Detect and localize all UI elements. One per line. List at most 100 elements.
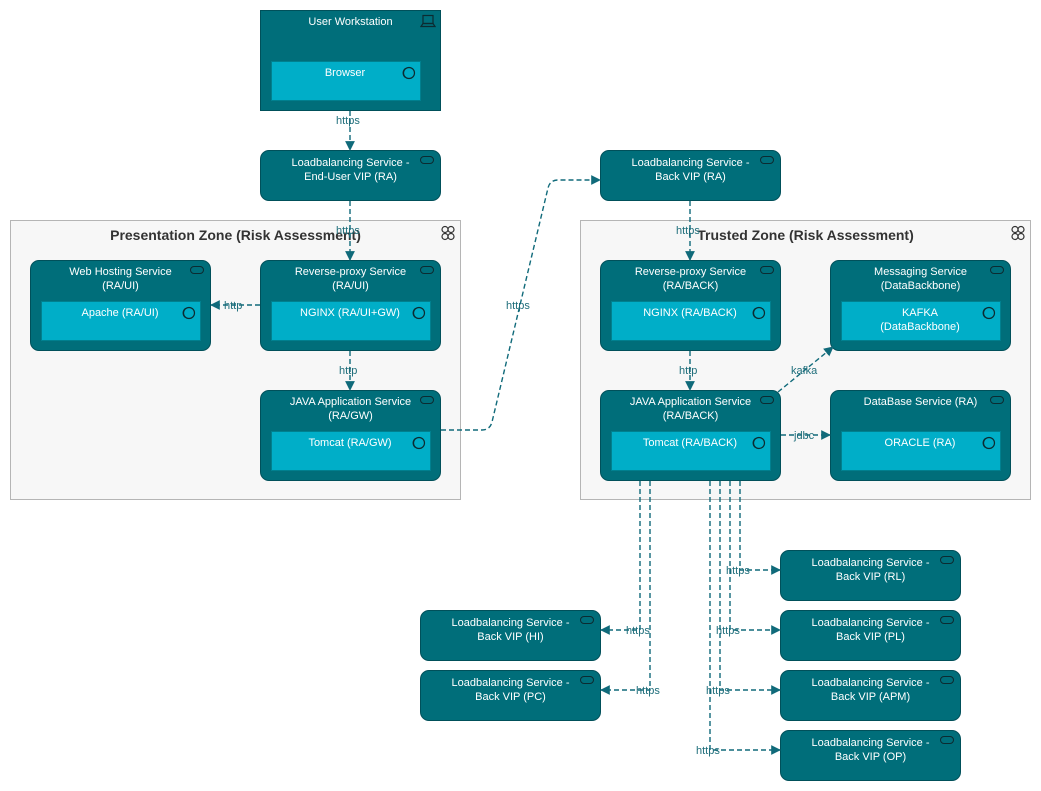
node-title: Reverse-proxy Service (RA/BACK) — [634, 266, 747, 292]
component-title: Browser — [324, 67, 366, 79]
kafka-component[interactable]: KAFKA (DataBackbone) — [841, 301, 1001, 341]
node-title: Loadbalancing Service - Back VIP (HI) — [451, 617, 570, 643]
edge-label: https — [706, 685, 730, 697]
node-title: JAVA Application Service (RA/GW) — [289, 396, 412, 422]
node-group-icon — [1011, 225, 1025, 241]
node-title: Web Hosting Service (RA/UI) — [69, 266, 172, 292]
edge-label: https — [506, 300, 530, 312]
component-title: ORACLE (RA) — [884, 437, 956, 449]
node-title: Reverse-proxy Service (RA/UI) — [294, 266, 407, 292]
node-title: Loadbalancing Service - Back VIP (OP) — [811, 737, 930, 763]
service-icon — [990, 266, 1004, 274]
component-icon — [752, 306, 766, 320]
edge-label: https — [696, 745, 720, 757]
lb-back-vip-pc-node[interactable]: Loadbalancing Service - Back VIP (PC) — [420, 670, 601, 721]
presentation-zone-title: Presentation Zone (Risk Assessment) — [110, 227, 361, 243]
java-app-gw-node[interactable]: JAVA Application Service (RA/GW) Tomcat … — [260, 390, 441, 481]
service-icon — [760, 396, 774, 404]
service-icon — [760, 266, 774, 274]
component-title: NGINX (RA/UI+GW) — [300, 307, 400, 319]
edge-java-back-lb-op[interactable] — [709, 481, 781, 755]
service-icon — [190, 266, 204, 274]
service-icon — [580, 676, 594, 684]
edge-label: https — [336, 115, 360, 127]
component-icon — [982, 306, 996, 320]
edge-label: kafka — [791, 365, 818, 377]
component-title: Tomcat (RA/BACK) — [642, 437, 738, 449]
component-title: Apache (RA/UI) — [81, 307, 159, 319]
tomcat-back-component[interactable]: Tomcat (RA/BACK) — [611, 431, 771, 471]
web-hosting-service-node[interactable]: Web Hosting Service (RA/UI) Apache (RA/U… — [30, 260, 211, 351]
component-icon — [402, 66, 416, 80]
reverse-proxy-ui-node[interactable]: Reverse-proxy Service (RA/UI) NGINX (RA/… — [260, 260, 441, 351]
edge-label: http — [224, 300, 242, 312]
database-service-node[interactable]: DataBase Service (RA) ORACLE (RA) — [830, 390, 1011, 481]
edge-java-back-kafka[interactable] — [777, 346, 834, 393]
edge-java-back-lb-rl[interactable] — [739, 481, 781, 575]
node-group-icon — [441, 225, 455, 241]
component-title: KAFKA (DataBackbone) — [880, 307, 960, 333]
edge-label: https — [716, 625, 740, 637]
messaging-service-node[interactable]: Messaging Service (DataBackbone) KAFKA (… — [830, 260, 1011, 351]
node-title: JAVA Application Service (RA/BACK) — [629, 396, 752, 422]
edge-java-back-lb-hi[interactable] — [600, 481, 641, 635]
node-title: Messaging Service (DataBackbone) — [874, 266, 967, 292]
component-icon — [752, 436, 766, 450]
service-icon — [990, 396, 1004, 404]
service-icon — [420, 396, 434, 404]
nginx-back-component[interactable]: NGINX (RA/BACK) — [611, 301, 771, 341]
service-icon — [760, 156, 774, 164]
lb-back-vip-ra-node[interactable]: Loadbalancing Service - Back VIP (RA) — [600, 150, 781, 201]
node-title: Loadbalancing Service - End-User VIP (RA… — [291, 157, 410, 183]
service-icon — [940, 616, 954, 624]
laptop-icon — [420, 14, 436, 28]
trusted-zone-title: Trusted Zone (Risk Assessment) — [697, 227, 914, 243]
service-icon — [420, 156, 434, 164]
component-icon — [412, 436, 426, 450]
apache-component[interactable]: Apache (RA/UI) — [41, 301, 201, 341]
edge-label: https — [676, 225, 700, 237]
tomcat-gw-component[interactable]: Tomcat (RA/GW) — [271, 431, 431, 471]
service-icon — [580, 616, 594, 624]
service-icon — [940, 676, 954, 684]
node-title: Loadbalancing Service - Back VIP (PC) — [451, 677, 570, 703]
edge-java-back-lb-pc[interactable] — [600, 481, 651, 695]
edge-label: https — [726, 565, 750, 577]
node-title: Loadbalancing Service - Back VIP (PL) — [811, 617, 930, 643]
component-icon — [412, 306, 426, 320]
edge-java-gw-lb-back[interactable] — [441, 175, 601, 431]
component-icon — [182, 306, 196, 320]
lb-back-vip-op-node[interactable]: Loadbalancing Service - Back VIP (OP) — [780, 730, 961, 781]
edge-label: https — [336, 225, 360, 237]
edge-label: https — [626, 625, 650, 637]
oracle-component[interactable]: ORACLE (RA) — [841, 431, 1001, 471]
reverse-proxy-back-node[interactable]: Reverse-proxy Service (RA/BACK) NGINX (R… — [600, 260, 781, 351]
lb-back-vip-hi-node[interactable]: Loadbalancing Service - Back VIP (HI) — [420, 610, 601, 661]
nginx-ui-component[interactable]: NGINX (RA/UI+GW) — [271, 301, 431, 341]
edge-java-back-lb-apm[interactable] — [719, 481, 781, 695]
lb-enduser-vip-node[interactable]: Loadbalancing Service - End-User VIP (RA… — [260, 150, 441, 201]
node-title: Loadbalancing Service - Back VIP (RL) — [811, 557, 930, 583]
service-icon — [940, 736, 954, 744]
node-title: Loadbalancing Service - Back VIP (RA) — [631, 157, 750, 183]
component-title: Tomcat (RA/GW) — [308, 437, 392, 449]
component-icon — [982, 436, 996, 450]
lb-back-vip-rl-node[interactable]: Loadbalancing Service - Back VIP (RL) — [780, 550, 961, 601]
user-workstation-node[interactable]: User Workstation Browser — [260, 10, 441, 111]
component-title: NGINX (RA/BACK) — [643, 307, 737, 319]
edge-java-back-lb-pl[interactable] — [729, 481, 781, 635]
service-icon — [420, 266, 434, 274]
node-title: Loadbalancing Service - Back VIP (APM) — [811, 677, 930, 703]
edge-label: http — [339, 365, 357, 377]
service-icon — [940, 556, 954, 564]
node-title: User Workstation — [308, 16, 393, 28]
edge-label: jdbc — [793, 430, 815, 442]
lb-back-vip-apm-node[interactable]: Loadbalancing Service - Back VIP (APM) — [780, 670, 961, 721]
browser-component[interactable]: Browser — [271, 61, 421, 101]
lb-back-vip-pl-node[interactable]: Loadbalancing Service - Back VIP (PL) — [780, 610, 961, 661]
java-app-back-node[interactable]: JAVA Application Service (RA/BACK) Tomca… — [600, 390, 781, 481]
edge-label: https — [636, 685, 660, 697]
node-title: DataBase Service (RA) — [863, 396, 978, 408]
edge-label: http — [679, 365, 697, 377]
